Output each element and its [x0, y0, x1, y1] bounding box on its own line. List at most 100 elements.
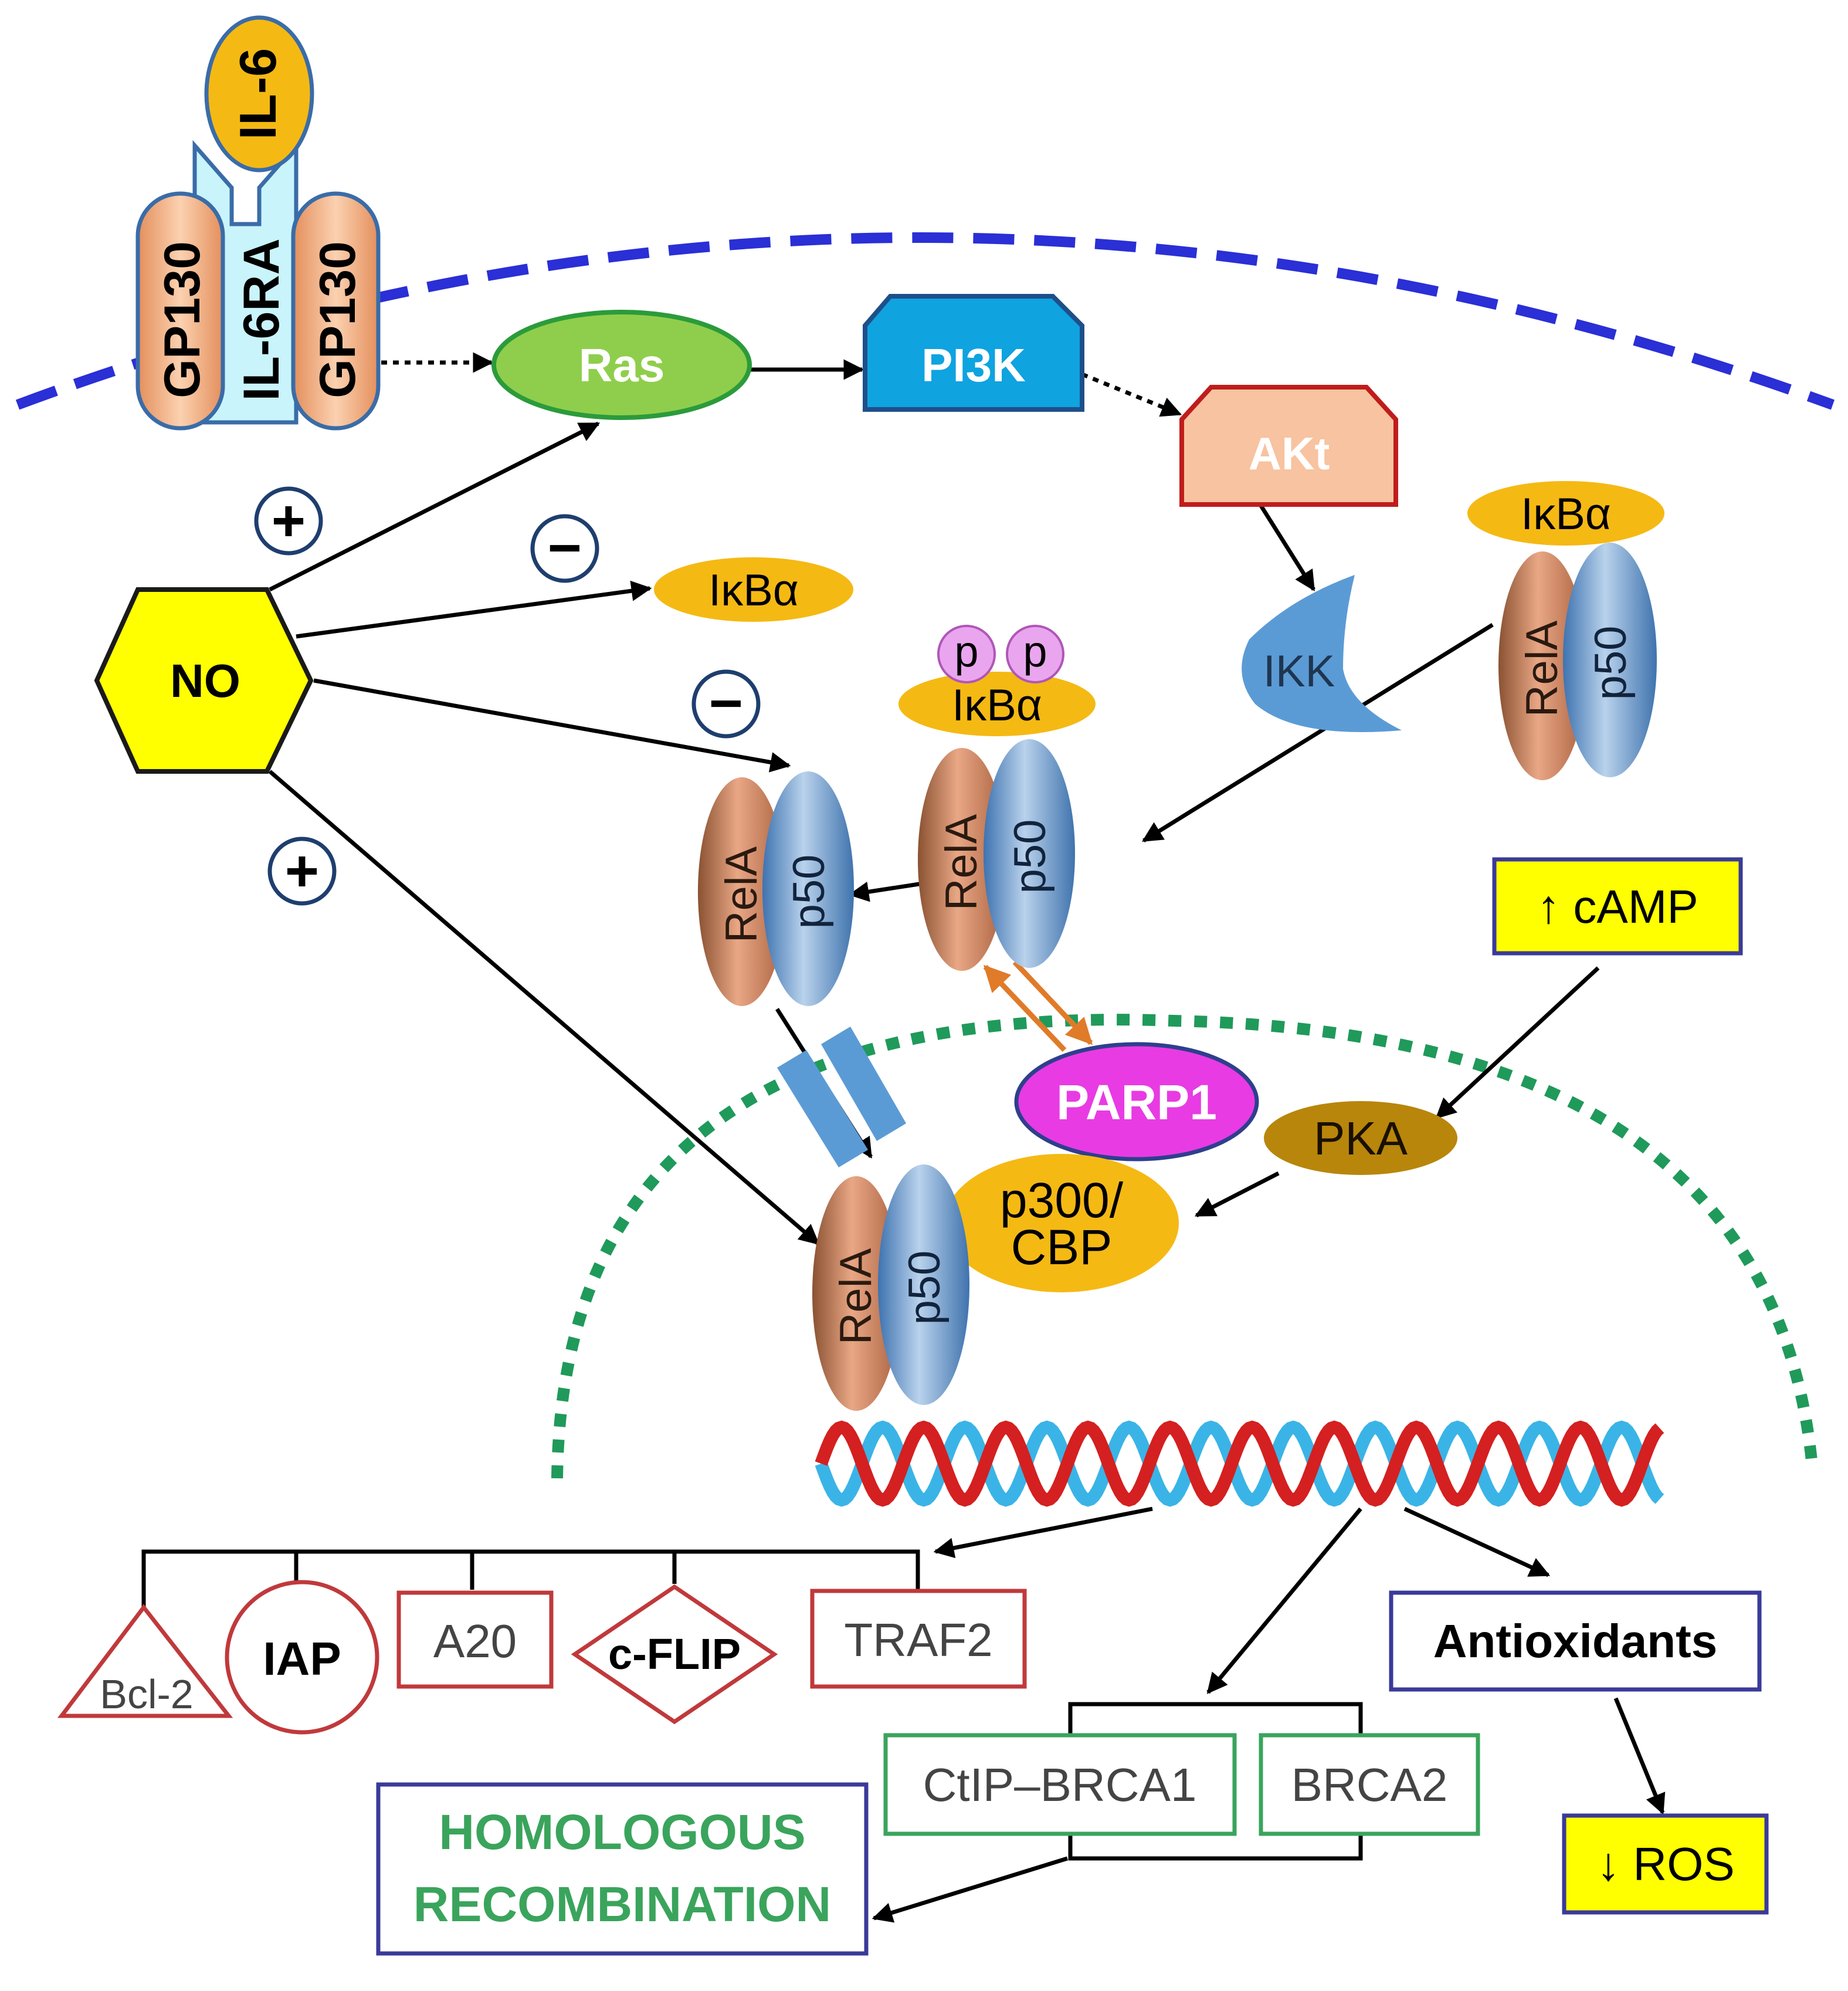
rela-free-shape	[698, 777, 786, 1006]
p50-top-shape	[1563, 543, 1657, 777]
p50-mid-shape	[984, 739, 1075, 968]
rela-mid-shape	[918, 748, 1006, 971]
arrow-hr-genes-to-recombination	[872, 1856, 1069, 1923]
gp130-left-label: GP130	[154, 241, 211, 398]
bracket-hr-genes	[1068, 1702, 1363, 1733]
sign-minus-rela: −	[691, 669, 761, 739]
p50-free-shape	[762, 771, 854, 1006]
svg-text:+: +	[272, 488, 306, 554]
iap-label: IAP	[263, 1633, 341, 1685]
ikba-top-shape	[1467, 481, 1664, 546]
ikk-node: IKK	[1242, 575, 1402, 732]
ikba-phos-label: IκBα	[952, 680, 1042, 730]
dna-strand-red	[815, 1420, 1664, 1507]
gp130-right-label: GP130	[310, 241, 366, 398]
homologous-recombination-box: HOMOLOGOUS RECOMBINATION	[376, 1782, 869, 1956]
no-node: NO	[94, 587, 314, 774]
arrow-no-to-nucleus	[268, 770, 820, 1245]
hr-gene-targets: CtIP–BRCA1 BRCA2	[883, 1733, 1480, 1836]
rela-top-shape	[1498, 551, 1586, 780]
rela-mid-label: RelA	[937, 814, 986, 910]
gp130-left-cylinder	[135, 191, 225, 431]
arrow-no-to-ras	[269, 421, 601, 592]
sign-minus-ikba: −	[530, 514, 599, 583]
il6-label: IL-6	[229, 48, 287, 140]
p300-label-line1: p300/	[1000, 1173, 1124, 1228]
phosphate-a-label: p	[954, 627, 978, 676]
p50-mid-label: p50	[1005, 820, 1055, 894]
ikba-top-label: IκBα	[1521, 489, 1611, 539]
a20-node: A20	[396, 1590, 554, 1689]
ikba-free-label: IκBα	[708, 566, 799, 615]
connectors	[141, 352, 1666, 1923]
svg-text:−: −	[709, 671, 743, 736]
arrow-antioxidants-to-ros	[1613, 1697, 1666, 1815]
p50-nuc-shape	[878, 1164, 969, 1405]
brca2-node: BRCA2	[1259, 1733, 1480, 1836]
gp130-right-cylinder	[291, 191, 381, 431]
no-label: NO	[170, 655, 240, 707]
sign-plus-bottom: +	[267, 837, 337, 906]
rela-free-label: RelA	[717, 846, 767, 943]
p50-free-label: p50	[784, 855, 834, 929]
arrow-pka-to-p300	[1194, 1171, 1280, 1218]
pi3k-node: PI3K	[863, 294, 1084, 412]
svg-text:+: +	[285, 838, 319, 904]
p50-top-label: p50	[1586, 626, 1636, 700]
arrow-pi3k-to-akt	[1081, 372, 1182, 417]
brca2-label: BRCA2	[1291, 1759, 1448, 1811]
cell-membrane	[15, 232, 1835, 410]
ikba-free-node: IκBα	[654, 557, 853, 622]
traf2-node: TRAF2	[810, 1589, 1027, 1689]
arrow-camp-to-pka	[1435, 966, 1600, 1119]
ros-node: ↓ ROS	[1562, 1813, 1769, 1915]
arrow-no-to-rela	[313, 678, 791, 773]
ctip-brca1-node: CtIP–BRCA1	[883, 1733, 1237, 1836]
hr-label-line2: RECOMBINATION	[413, 1877, 831, 1932]
il6-ligand	[204, 15, 314, 172]
hr-label-line1: HOMOLOGOUS	[439, 1804, 805, 1860]
pka-label: PKA	[1314, 1112, 1408, 1164]
phosphate-b-label: p	[1023, 627, 1047, 676]
arrow-akt-to-ikk	[1259, 504, 1315, 591]
svg-text:−: −	[548, 515, 582, 581]
p300-label-line2: CBP	[1011, 1220, 1113, 1275]
apoptosis-targets: Bcl-2 IAP A20 c-FLIP TRAF2	[57, 1580, 1027, 1735]
ros-label: ↓ ROS	[1596, 1838, 1735, 1890]
camp-box: ↑ cAMP	[1492, 857, 1743, 956]
arrow-dna-to-antioxidants	[1403, 1506, 1551, 1577]
parp1-label: PARP1	[1056, 1075, 1217, 1130]
sign-plus-top: +	[254, 486, 323, 556]
pka-node: PKA	[1264, 1101, 1457, 1175]
dna-helix	[815, 1420, 1664, 1507]
phospho-ikba-complex: IκBα p p RelA p50	[898, 625, 1096, 971]
p300-cbp-node: p300/ CBP	[944, 1154, 1179, 1292]
nuclear-pore	[777, 1027, 906, 1167]
bcl2-node: Bcl-2	[57, 1604, 233, 1718]
arrow-rela-parp1	[1012, 960, 1093, 1045]
ras-node: Ras	[491, 310, 752, 420]
il6ra-label: IL-6RA	[233, 238, 290, 401]
ctip-brca1-label: CtIP–BRCA1	[923, 1759, 1197, 1811]
rela-top-label: RelA	[1517, 620, 1567, 717]
bcl2-label: Bcl-2	[100, 1671, 193, 1717]
akt-label: AKt	[1249, 428, 1330, 479]
traf2-label: TRAF2	[844, 1614, 992, 1666]
cflip-label: c-FLIP	[608, 1630, 741, 1678]
parp1-node: PARP1	[1014, 1042, 1259, 1162]
rela-nuc-label: RelA	[831, 1248, 881, 1345]
arrow-phospho-to-free-dimer	[848, 881, 927, 902]
nuclear-rela-p50-dimer: RelA p50	[812, 1164, 969, 1411]
arrow-ikba-complex-to-phospho	[1142, 623, 1494, 842]
rela-nuc-shape	[812, 1176, 900, 1411]
arrow-dna-to-apoptosis	[933, 1506, 1153, 1559]
ras-label: Ras	[579, 339, 665, 391]
antioxidants-node: Antioxidants	[1389, 1590, 1762, 1692]
p50-nuc-label: p50	[900, 1251, 950, 1325]
antioxidants-label: Antioxidants	[1433, 1615, 1717, 1667]
phosphate-b	[1006, 625, 1064, 683]
ikba-rela-p50-complex: IκBα RelA p50	[1467, 481, 1664, 780]
pi3k-label: PI3K	[921, 339, 1026, 391]
ikba-phos-shape	[898, 672, 1096, 736]
arrow-parp1-rela	[983, 964, 1067, 1052]
